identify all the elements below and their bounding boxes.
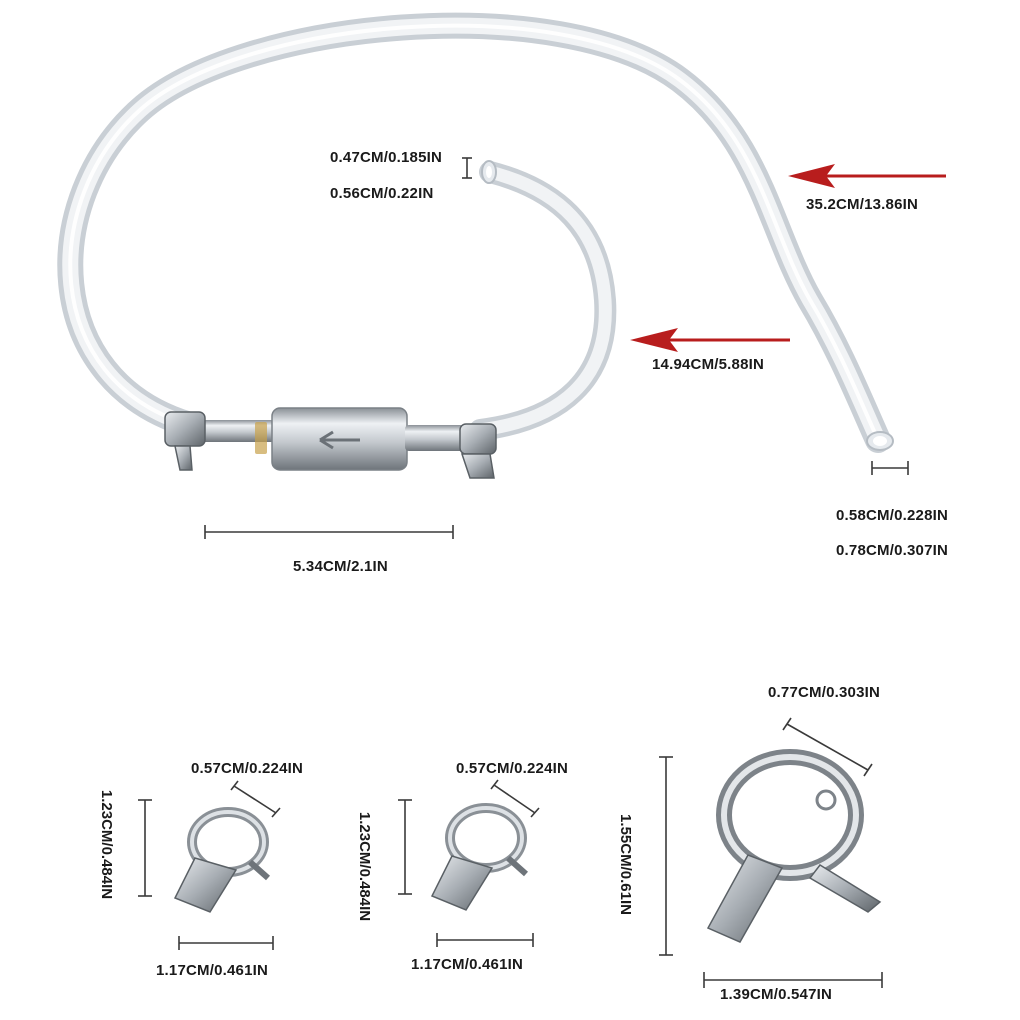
clip2-height-label: 1.23CM/0.484IN	[356, 811, 374, 922]
hose-inner-diameter-right-label: 0.58CM/0.228IN	[836, 507, 949, 524]
spring-clip-small-1	[173, 807, 270, 913]
clip1-height-label: 1.23CM/0.484IN	[98, 789, 116, 900]
spring-clip-small-2	[430, 803, 528, 911]
hose-short-length-label: 14.94CM/5.88IN	[652, 356, 765, 373]
hose-long-length-label: 35.2CM/13.86IN	[806, 196, 919, 213]
hose-inner-diameter-top-label: 0.47CM/0.185IN	[330, 149, 443, 166]
clip2-width-label: 0.57CM/0.224IN	[456, 760, 569, 777]
dimension-lines	[138, 157, 909, 988]
clip2-base-label: 1.17CM/0.461IN	[411, 956, 524, 973]
hose-clamp-right	[459, 423, 497, 479]
clip1-base-label: 1.17CM/0.461IN	[156, 962, 269, 979]
flow-arrow-icon	[319, 430, 360, 450]
hose-outer-diameter-right-label: 0.78CM/0.307IN	[836, 542, 949, 559]
hose-outer-diameter-top-label: 0.56CM/0.22IN	[330, 185, 434, 202]
spring-clip-large	[706, 749, 882, 943]
hose-clamp-left	[164, 411, 206, 471]
clip3-base-label: 1.39CM/0.547IN	[720, 986, 833, 1003]
fuel-hose	[57, 12, 894, 453]
arrow-long-length-icon	[788, 164, 946, 188]
inline-filter	[185, 407, 465, 471]
clip3-height-label: 1.55CM/0.61IN	[616, 814, 634, 915]
clip3-width-label: 0.77CM/0.303IN	[768, 684, 881, 701]
clip1-width-label: 0.57CM/0.224IN	[191, 760, 304, 777]
filter-length-label: 5.34CM/2.1IN	[293, 558, 388, 575]
arrow-short-length-icon	[630, 328, 790, 352]
